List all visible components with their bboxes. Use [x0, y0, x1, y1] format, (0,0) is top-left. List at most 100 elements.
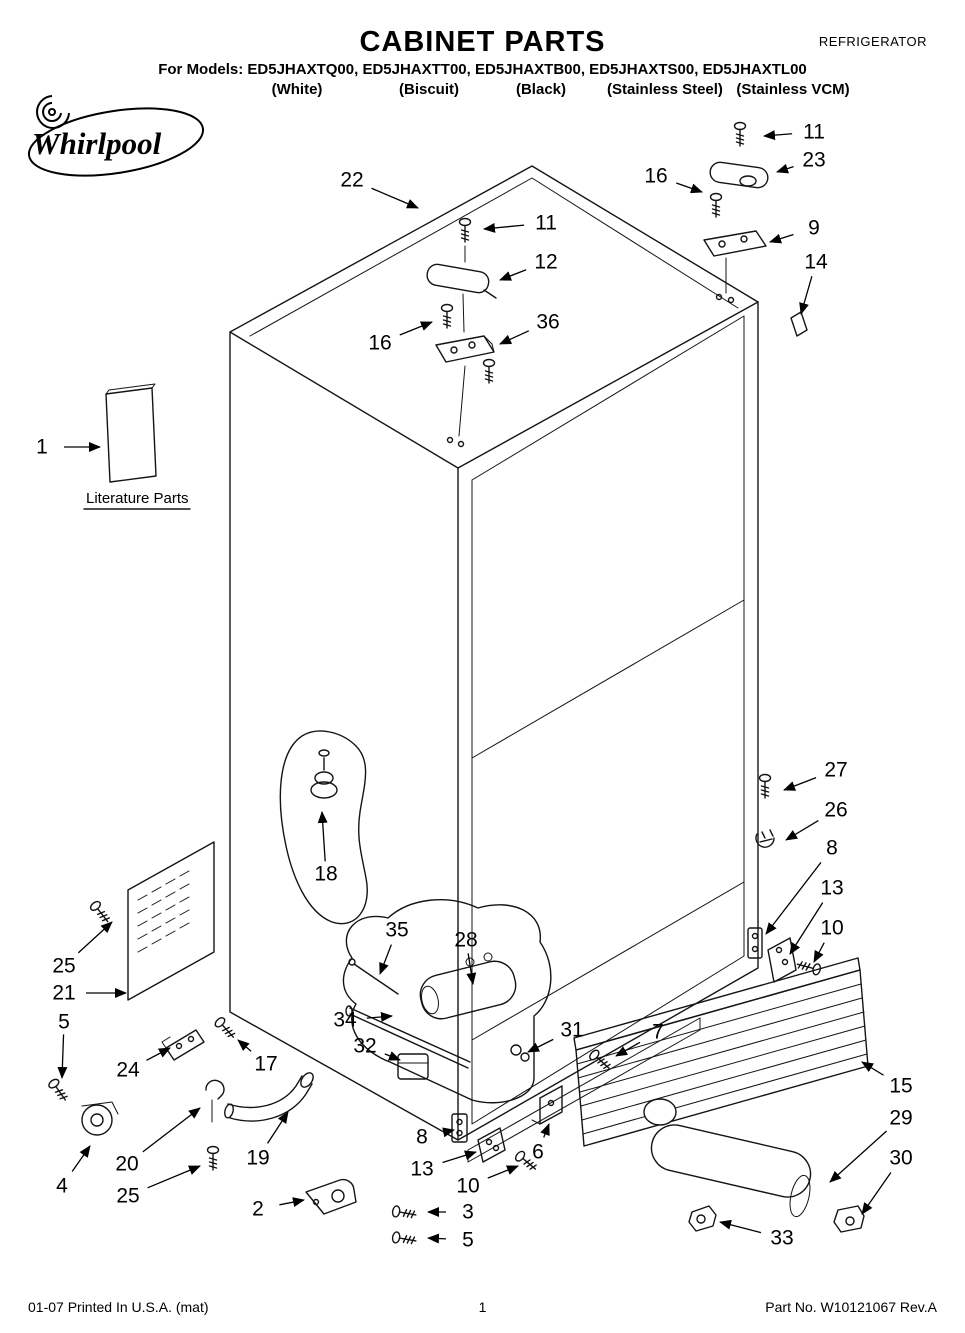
- hinge-bracket-part: [435, 335, 495, 363]
- callout-arrow-35: [379, 944, 392, 975]
- callout-label-14: 14: [804, 251, 828, 274]
- callout-arrow-10: [487, 1165, 519, 1179]
- callout-label-5: 5: [58, 1011, 70, 1034]
- callout-label-26: 26: [824, 799, 847, 822]
- callout-arrow-12: [499, 269, 527, 281]
- bracket-part: [767, 937, 797, 983]
- callout-arrow-13: [442, 1150, 477, 1164]
- logo-swirl-icon: [48, 108, 56, 116]
- callout-arrow-2: [279, 1197, 305, 1208]
- water-tube-part: [790, 311, 808, 337]
- roller-part: [81, 1104, 113, 1136]
- callout-label-31: 31: [560, 1019, 583, 1042]
- tube-cylinder-part: [650, 1124, 812, 1198]
- callout-arrow-24: [146, 1047, 171, 1061]
- models-line: For Models: ED5JHAXTQ00, ED5JHAXTT00, ED…: [158, 61, 807, 78]
- condenser-tube-parts: [650, 1124, 865, 1233]
- callout-arrow-36: [499, 330, 530, 345]
- lower-left-parts: [46, 1015, 314, 1171]
- callout-label-2: 2: [252, 1198, 264, 1221]
- callout-label-8: 8: [416, 1126, 428, 1149]
- callout-label-6: 6: [532, 1141, 544, 1164]
- bracket-part: [539, 1085, 563, 1125]
- callout-arrow-8: [442, 1127, 455, 1138]
- callout-arrow-26: [785, 820, 819, 841]
- screw-part: [46, 1076, 71, 1104]
- callout-arrow-15: [861, 1061, 884, 1076]
- callout-label-29: 29: [889, 1107, 912, 1130]
- callout-label-11: 11: [535, 212, 557, 235]
- finish-biscuit: (Biscuit): [399, 81, 459, 98]
- callout-arrow-33: [719, 1219, 762, 1234]
- callout-arrow-10: [813, 942, 825, 963]
- callout-label-33: 33: [770, 1227, 793, 1250]
- callout-arrow-34: [366, 1011, 393, 1022]
- callout-label-7: 7: [652, 1021, 664, 1044]
- callout-arrow-11: [763, 130, 793, 141]
- callout-label-13: 13: [820, 877, 843, 900]
- callout-label-25: 25: [116, 1185, 139, 1208]
- finish-black: (Black): [515, 81, 567, 98]
- screw-part: [212, 1015, 239, 1042]
- callout-arrow-16: [676, 182, 703, 194]
- bracket-part: [477, 1127, 506, 1163]
- screw-part: [88, 899, 113, 926]
- callout-arrow-32: [384, 1051, 401, 1061]
- callout-label-8: 8: [826, 837, 838, 860]
- callout-arrow-14: [799, 276, 813, 315]
- callout-label-32: 32: [353, 1035, 376, 1058]
- hose-part: [227, 1075, 303, 1109]
- top-hinge-right-parts: [703, 121, 808, 337]
- screw-part: [440, 303, 454, 329]
- callout-label-22: 22: [340, 169, 363, 192]
- base-grille-part: [573, 957, 869, 1147]
- hinge-bracket-part: [703, 230, 767, 257]
- callout-arrow-25: [147, 1165, 201, 1189]
- callout-arrow-5: [57, 1034, 68, 1079]
- callout-arrow-19: [266, 1111, 289, 1144]
- literature-part: [83, 383, 191, 510]
- hinge-cover-part: [426, 263, 490, 294]
- callout-arrow-13: [789, 902, 824, 955]
- finish-white: (White): [271, 81, 323, 98]
- callout-arrow-27: [783, 777, 817, 791]
- screw-part: [206, 1145, 220, 1171]
- screw-part: [733, 121, 747, 147]
- footer-page-number: 1: [478, 1299, 487, 1315]
- relay-box-part: [397, 1053, 429, 1080]
- callout-arrow-7: [615, 1041, 641, 1057]
- screw-part: [758, 773, 772, 799]
- hinge-cover-part: [709, 161, 769, 189]
- callout-label-16: 16: [368, 332, 391, 355]
- back-panel-part: [88, 841, 215, 1001]
- clamp-part: [205, 1079, 225, 1100]
- callout-arrow-6: [540, 1123, 550, 1138]
- screw-part: [458, 217, 472, 243]
- whirlpool-logo-art: Whirlpool: [27, 95, 205, 177]
- callout-arrow-4: [71, 1145, 91, 1172]
- callout-label-18: 18: [314, 863, 337, 886]
- callout-arrow-23: [776, 163, 794, 174]
- callout-arrow-28: [466, 953, 477, 985]
- compressor-part: [419, 960, 517, 1020]
- end-cap-part: [688, 1205, 717, 1232]
- finish-stainless-steel: (Stainless Steel): [607, 81, 723, 98]
- callout-label-21: 21: [52, 982, 75, 1005]
- footer-print-info: 01-07 Printed In U.S.A. (mat): [28, 1299, 209, 1315]
- screw-part: [795, 958, 823, 977]
- callout-label-17: 17: [254, 1053, 277, 1076]
- callout-label-16: 16: [644, 165, 667, 188]
- literature-parts-label: Literature Parts: [86, 490, 189, 507]
- callout-arrow-16: [399, 321, 433, 336]
- callout-label-35: 35: [385, 919, 408, 942]
- cabinet-outline: [229, 165, 759, 1163]
- callout-arrow-25: [77, 921, 113, 954]
- callout-label-36: 36: [536, 311, 559, 334]
- callout-arrow-17: [237, 1039, 252, 1052]
- callout-arrow-22: [371, 187, 419, 209]
- compressor-assembly-part: [342, 899, 552, 1104]
- callout-label-27: 27: [824, 759, 847, 782]
- bracket-part: [747, 927, 763, 959]
- callout-label-1: 1: [36, 436, 48, 459]
- callout-arrow-29: [829, 1130, 888, 1183]
